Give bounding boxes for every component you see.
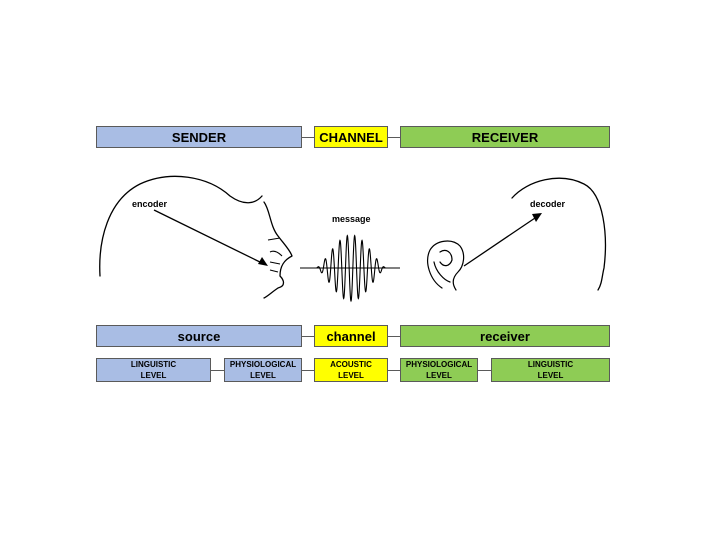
level-line-1: LINGUISTIC — [130, 360, 177, 369]
channel-label: CHANNEL — [319, 129, 383, 145]
channel-lower-label: channel — [326, 328, 376, 344]
connector-line — [388, 137, 400, 138]
sender-head-icon — [99, 175, 293, 299]
source-box: source — [96, 325, 302, 347]
level-line-1: PHYSIOLOGICAL — [405, 360, 473, 369]
ear-icon — [427, 240, 465, 291]
source-label: source — [177, 328, 221, 344]
encoder-arrow — [153, 209, 265, 265]
connector-line — [302, 336, 314, 337]
connector-line — [211, 370, 224, 371]
acoustic-level-box: ACOUSTIC LEVEL — [314, 358, 388, 382]
channel-lower-box: channel — [314, 325, 388, 347]
connector-line — [388, 370, 400, 371]
sound-wave — [315, 234, 387, 303]
channel-box: CHANNEL — [314, 126, 388, 148]
receiver-box: RECEIVER — [400, 126, 610, 148]
connector-line — [388, 336, 400, 337]
receiver-physiological-level-box: PHYSIOLOGICAL LEVEL — [400, 358, 478, 382]
receiver-lower-box: receiver — [400, 325, 610, 347]
level-line-2: LEVEL — [426, 371, 452, 380]
sender-physiological-level-box: PHYSIOLOGICAL LEVEL — [224, 358, 302, 382]
sender-face-details — [267, 237, 283, 273]
sender-linguistic-level-box: LINGUISTIC LEVEL — [96, 358, 211, 382]
level-line-1: ACOUSTIC — [330, 360, 372, 369]
receiver-head-icon — [511, 177, 607, 291]
connector-line — [302, 137, 314, 138]
decoder-label: decoder — [530, 199, 566, 209]
sender-label: SENDER — [171, 129, 227, 145]
connector-line — [478, 370, 491, 371]
receiver-linguistic-level-box: LINGUISTIC LEVEL — [491, 358, 610, 382]
level-line-1: PHYSIOLOGICAL — [229, 360, 297, 369]
level-line-2: LEVEL — [250, 371, 276, 380]
level-line-1: LINGUISTIC — [527, 360, 574, 369]
decoder-arrowhead — [532, 213, 542, 222]
encoder-arrowhead — [258, 257, 268, 266]
sender-box: SENDER — [96, 126, 302, 148]
level-line-2: LEVEL — [140, 371, 167, 380]
receiver-lower-label: receiver — [480, 328, 530, 344]
receiver-label: RECEIVER — [471, 129, 539, 145]
level-line-2: LEVEL — [537, 371, 564, 380]
message-label: message — [332, 214, 371, 224]
encoder-label: encoder — [132, 199, 168, 209]
decoder-arrow — [463, 215, 539, 267]
connector-line — [302, 370, 314, 371]
level-line-2: LEVEL — [338, 371, 364, 380]
